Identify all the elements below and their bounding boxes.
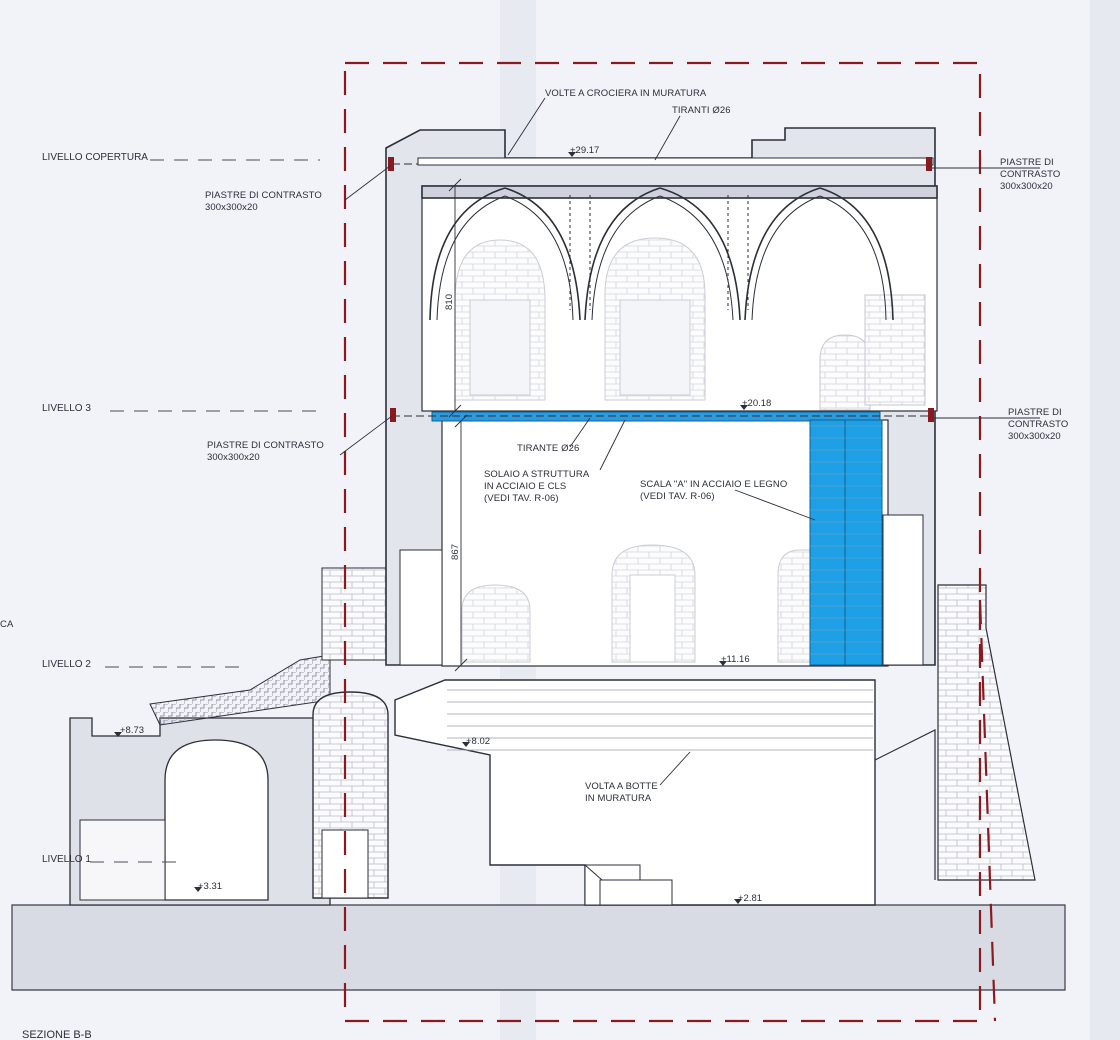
barrel-vault-courses (447, 683, 873, 755)
middle-window-center (611, 544, 696, 663)
upper-door-right (819, 294, 926, 411)
elevation-20-18: +20.18 (742, 398, 771, 409)
upper-window-center (604, 237, 706, 401)
dimension-lines (448, 178, 468, 672)
elevation-markers (114, 152, 748, 904)
tie-rod-label: TIRANTE Ø26 (517, 443, 579, 454)
level-copertura-label: LIVELLO COPERTURA (42, 152, 148, 163)
elevation-3-31: +3.31 (198, 881, 222, 892)
paper-right-edge (1090, 0, 1120, 1040)
elevation-11-16: +11.16 (721, 654, 750, 665)
elevation-8-02: +8.02 (466, 736, 490, 747)
plates-mid-right-line1: PIASTRE DI (1008, 407, 1062, 418)
plates-top-left-line2: 300x300x20 (205, 202, 258, 213)
dimension-810: 810 (444, 294, 455, 310)
middle-window-right (777, 549, 813, 663)
cross-vaults (421, 185, 938, 321)
middle-hall-right-niche (882, 514, 924, 666)
floor-label-line2: IN ACCIAIO E CLS (484, 481, 566, 492)
plates-top-right-line1: PIASTRE DI (1000, 157, 1054, 168)
floor-label-line1: SOLAIO A STRUTTURA (484, 469, 590, 480)
edge-label-left: CA (0, 619, 14, 630)
level-3-label: LIVELLO 3 (42, 403, 91, 414)
plate-mid-left (390, 408, 396, 422)
plates-top-left-line1: PIASTRE DI CONTRASTO (205, 190, 322, 201)
plates-mid-left-line1: PIASTRE DI CONTRASTO (207, 440, 324, 451)
vault-foot-right (874, 729, 936, 880)
tie-rods-label: TIRANTI Ø26 (672, 105, 731, 116)
section-title: SEZIONE B-B (22, 1029, 92, 1040)
barrel-vault-label-line1: VOLTA A BOTTE (585, 781, 658, 792)
right-buttress (937, 584, 1036, 881)
upper-window-left (454, 239, 546, 401)
plates-top-right-line3: 300x300x20 (1000, 181, 1053, 192)
ground-terrain (11, 904, 1066, 991)
plate-top-left (388, 157, 394, 171)
stair-label-line1: SCALA "A" IN ACCIAIO E LEGNO (640, 479, 787, 490)
plates-mid-left-line2: 300x300x20 (207, 452, 260, 463)
left-annex-room (79, 819, 166, 901)
left-door-jamb (399, 549, 443, 666)
intervention-boundary (343, 61, 982, 1023)
basement-stair-block (584, 864, 673, 906)
elevation-2-81: +2.81 (738, 893, 762, 904)
elevation-8-73: +8.73 (120, 725, 144, 736)
vaults-label: VOLTE A CROCIERA IN MURATURA (545, 88, 707, 99)
elevation-29-17: +29.17 (570, 145, 599, 156)
level-lines (90, 159, 320, 863)
dimension-867: 867 (450, 544, 461, 560)
left-annex-arch (164, 739, 269, 901)
floor-label-line3: (VEDI TAV. R-06) (484, 493, 559, 504)
plate-top-right (926, 157, 932, 171)
middle-window-left (461, 584, 531, 663)
leader-lines (339, 97, 1040, 786)
boundary-right-lower (978, 599, 997, 1022)
level-2-label: LIVELLO 2 (42, 659, 91, 670)
terrace-left-parapet (321, 567, 393, 661)
steel-wood-stair (809, 419, 883, 666)
stair-label-line2: (VEDI TAV. R-06) (640, 491, 715, 502)
level-1-label: LIVELLO 1 (42, 854, 91, 865)
barrel-vault-label-line2: IN MURATURA (585, 793, 652, 804)
roof-slab (417, 157, 934, 166)
plate-mid-right (928, 408, 934, 422)
plates-mid-right-line3: 300x300x20 (1008, 431, 1061, 442)
plates-top-right-line2: CONTRASTO (1000, 169, 1060, 180)
plates-mid-right-line2: CONTRASTO (1008, 419, 1068, 430)
